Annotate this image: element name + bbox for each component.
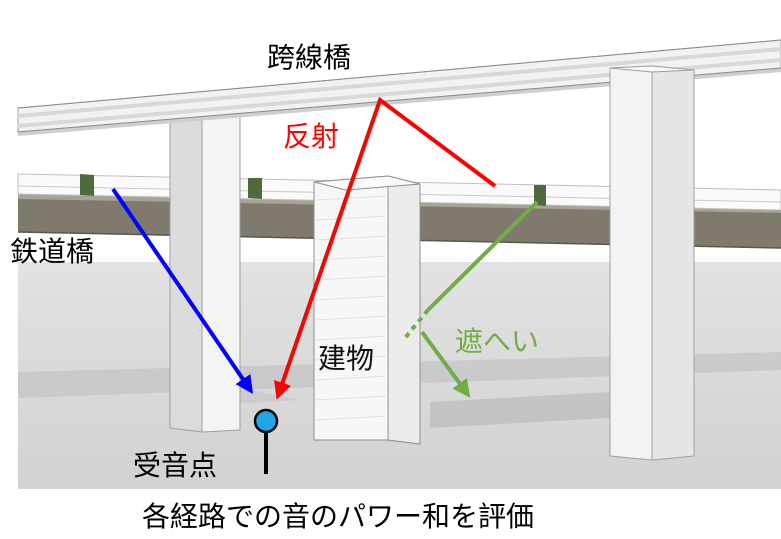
reflection-label: 反射 bbox=[283, 120, 340, 153]
shielding-path-dotted bbox=[403, 308, 430, 340]
overpass-label: 跨線橋 bbox=[267, 41, 352, 74]
shielding-label: 遮へい bbox=[455, 325, 540, 358]
direct-path-arrow bbox=[111, 187, 254, 394]
overpass-deck bbox=[17, 39, 781, 136]
shielding-path-incident bbox=[426, 200, 539, 312]
railway-bridge-label: 鉄道橋 bbox=[10, 235, 95, 268]
caption: 各経路での音のパワー和を評価 bbox=[142, 500, 535, 533]
reflection-path-arrow bbox=[274, 96, 497, 400]
building-label: 建物 bbox=[318, 342, 375, 375]
train-car-joints bbox=[80, 174, 546, 206]
receiver-point-icon bbox=[253, 408, 279, 474]
shielding-path-diffracted-arrow bbox=[420, 330, 471, 398]
overpass-pillar-right bbox=[609, 65, 695, 461]
building bbox=[313, 175, 421, 445]
receiver-label: 受音点 bbox=[133, 449, 218, 482]
overpass-pillar-left bbox=[169, 101, 241, 433]
